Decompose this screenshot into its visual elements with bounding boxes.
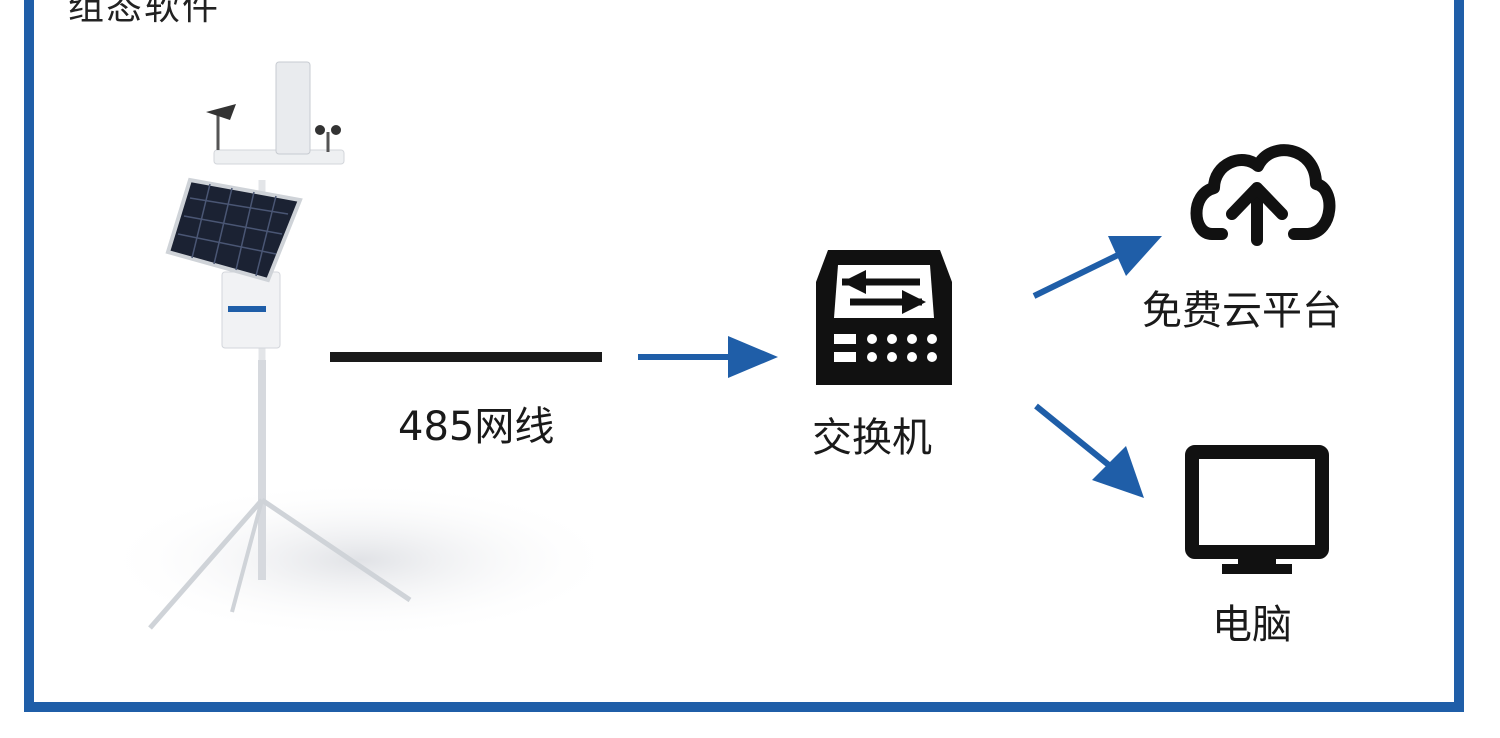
cloud-platform-label: 免费云平台 — [1142, 288, 1342, 334]
cable-line — [330, 352, 602, 362]
arrow-to-cloud-icon — [1032, 236, 1162, 299]
computer-label: 电脑 — [1212, 602, 1292, 648]
cloud-upload-icon — [1190, 144, 1336, 246]
switch-icon — [816, 250, 952, 385]
arrow-to-switch-icon — [638, 336, 778, 378]
weather-station-icon — [100, 61, 620, 640]
frame-title: 组态软件 — [68, 0, 221, 28]
arrow-to-computer-icon — [1034, 403, 1144, 498]
computer-monitor-icon — [1185, 445, 1329, 574]
switch-label: 交换机 — [812, 415, 932, 461]
cable-label: 485网线 — [398, 404, 555, 450]
